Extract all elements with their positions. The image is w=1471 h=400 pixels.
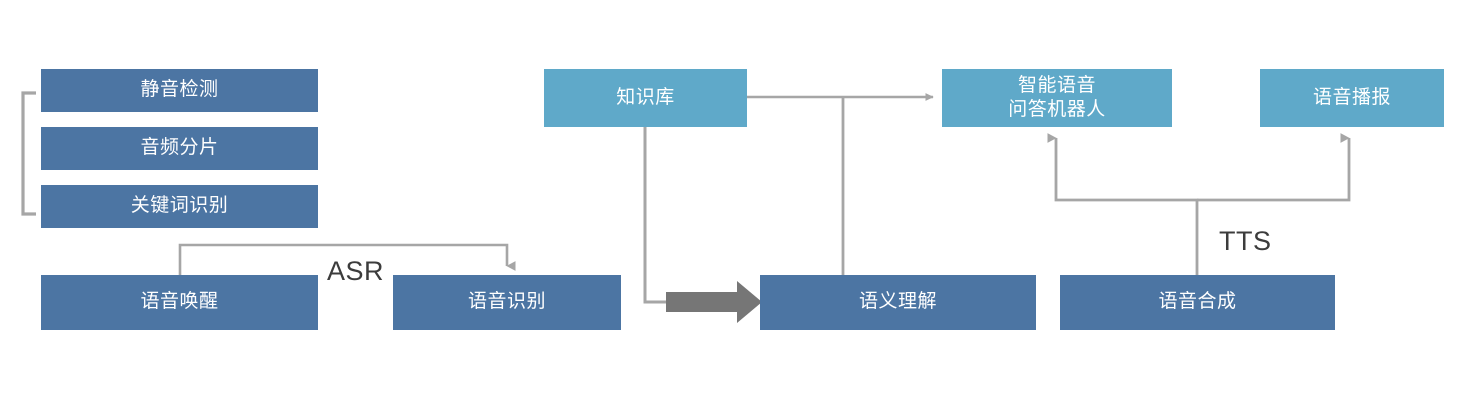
node-label: 关键词识别	[130, 195, 229, 217]
node-qa-robot[interactable]: 智能语音 问答机器人	[942, 69, 1172, 127]
node-label: 语音识别	[467, 291, 546, 313]
node-audio-slicing[interactable]: 音频分片	[41, 127, 318, 170]
edge-label-asr: ASR	[327, 256, 385, 286]
node-semantic-understanding[interactable]: 语义理解	[760, 275, 1036, 330]
node-knowledge-base[interactable]: 知识库	[544, 69, 747, 127]
node-label: 语音合成	[1158, 291, 1237, 313]
front-end-group-bracket	[21, 91, 36, 216]
node-label: 智能语音 问答机器人	[1008, 74, 1106, 120]
node-voice-broadcast[interactable]: 语音播报	[1260, 69, 1444, 127]
node-label: 语义理解	[858, 291, 937, 313]
node-label: 静音检测	[140, 79, 219, 101]
edge-label-tts: TTS	[1219, 226, 1272, 256]
node-voice-wakeup[interactable]: 语音唤醒	[41, 275, 318, 330]
node-silence-detection[interactable]: 静音检测	[41, 69, 318, 112]
node-label: 语音唤醒	[140, 291, 219, 313]
node-label: 知识库	[616, 86, 675, 108]
kb-to-semantic-connector	[643, 127, 668, 304]
recognition-to-semantic-block-arrow	[666, 281, 762, 323]
node-label: 语音播报	[1312, 86, 1391, 108]
node-speech-recognition[interactable]: 语音识别	[393, 275, 621, 330]
node-label: 音频分片	[140, 137, 219, 159]
node-speech-synthesis[interactable]: 语音合成	[1060, 275, 1335, 330]
node-keyword-spotting[interactable]: 关键词识别	[41, 185, 318, 228]
synthesis-tts-split-connector	[1047, 133, 1351, 275]
